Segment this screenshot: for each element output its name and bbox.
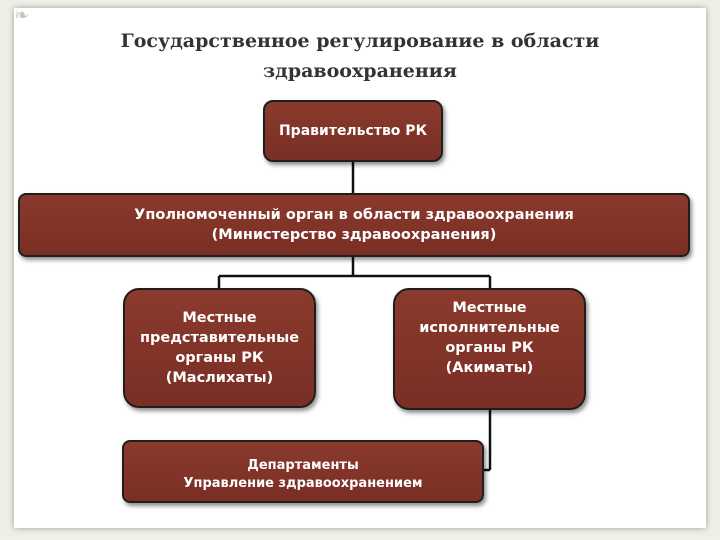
- node-maslikhats-line-2: представительные: [139, 330, 300, 346]
- node-akimats-line-2: исполнительные: [419, 320, 560, 336]
- node-akimats-line-1: Местные: [452, 300, 527, 316]
- node-authorized-body-line-2: (Министерство здравоохранения): [211, 227, 497, 243]
- ornament-icon: ❧: [14, 5, 30, 26]
- node-akimats: Местные исполнительные органы РК (Акимат…: [393, 288, 586, 410]
- node-departments-line-1: Департаменты: [247, 457, 359, 473]
- node-akimats-line-4: (Акиматы): [445, 360, 534, 376]
- title-line-1: Государственное регулирование в области: [120, 30, 600, 52]
- node-departments-line-2: Управление здравоохранением: [183, 475, 423, 491]
- node-government: Правительство РК: [263, 100, 443, 162]
- node-maslikhats-line-3: органы РК: [175, 350, 264, 366]
- node-departments: Департаменты Управление здравоохранением: [122, 440, 484, 503]
- node-authorized-body: Уполномоченный орган в области здравоохр…: [18, 193, 690, 257]
- node-maslikhats: Местные представительные органы РК (Масл…: [123, 288, 316, 408]
- title-line-2: здравоохранения: [263, 60, 457, 82]
- node-maslikhats-line-4: (Маслихаты): [165, 370, 274, 386]
- node-akimats-line-3: органы РК: [445, 340, 534, 356]
- node-maslikhats-line-1: Местные: [182, 310, 257, 326]
- diagram-title: Государственное регулирование в области …: [60, 26, 660, 86]
- node-authorized-body-line-1: Уполномоченный орган в области здравоохр…: [134, 207, 574, 223]
- node-government-label: Правительство РК: [278, 123, 428, 139]
